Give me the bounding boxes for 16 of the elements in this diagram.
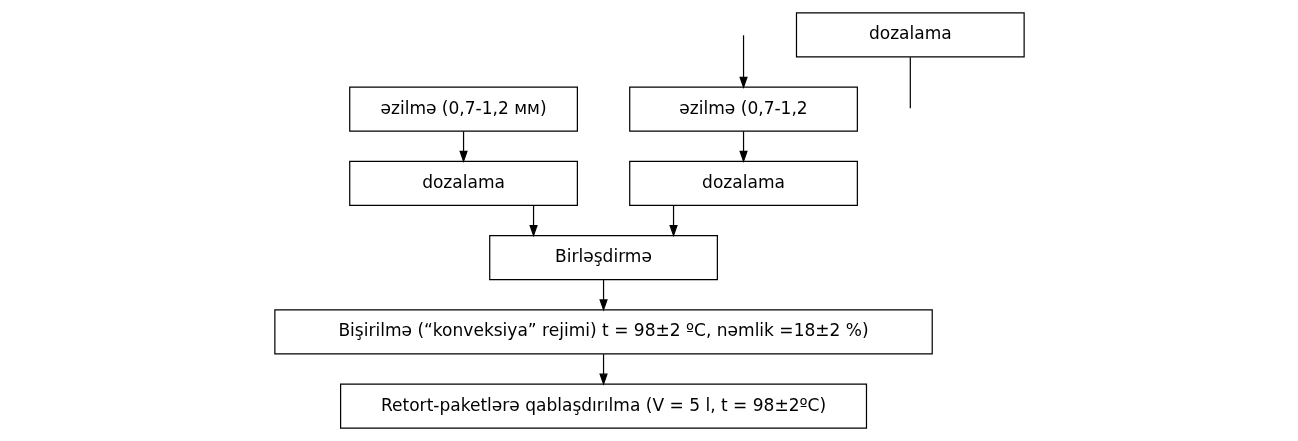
node-box: əzilmə (0,7-1,2 bbox=[628, 86, 858, 132]
node-box: əzilmə (0,7-1,2 мм) bbox=[348, 86, 578, 132]
arrow bbox=[598, 279, 608, 312]
arrow bbox=[668, 205, 678, 238]
arrow bbox=[738, 130, 748, 163]
node-box: Birləşdirmə bbox=[488, 235, 718, 281]
node-box: dozalama bbox=[795, 12, 1025, 58]
node-box: Bişirilmə (“konveksiya” rejimi) t = 98±2 ºC, nəmlik =18±2 %) bbox=[273, 309, 933, 355]
arrow bbox=[458, 130, 468, 163]
node-box: dozalama bbox=[348, 160, 578, 206]
arrow bbox=[738, 34, 748, 89]
connector bbox=[909, 56, 911, 109]
arrow bbox=[598, 353, 608, 386]
node-box: Retort-paketlərə qablaşdırılma (V = 5 l, t = 98±2ºC) bbox=[339, 383, 867, 429]
node-box: dozalama bbox=[628, 160, 858, 206]
arrow bbox=[528, 205, 538, 238]
